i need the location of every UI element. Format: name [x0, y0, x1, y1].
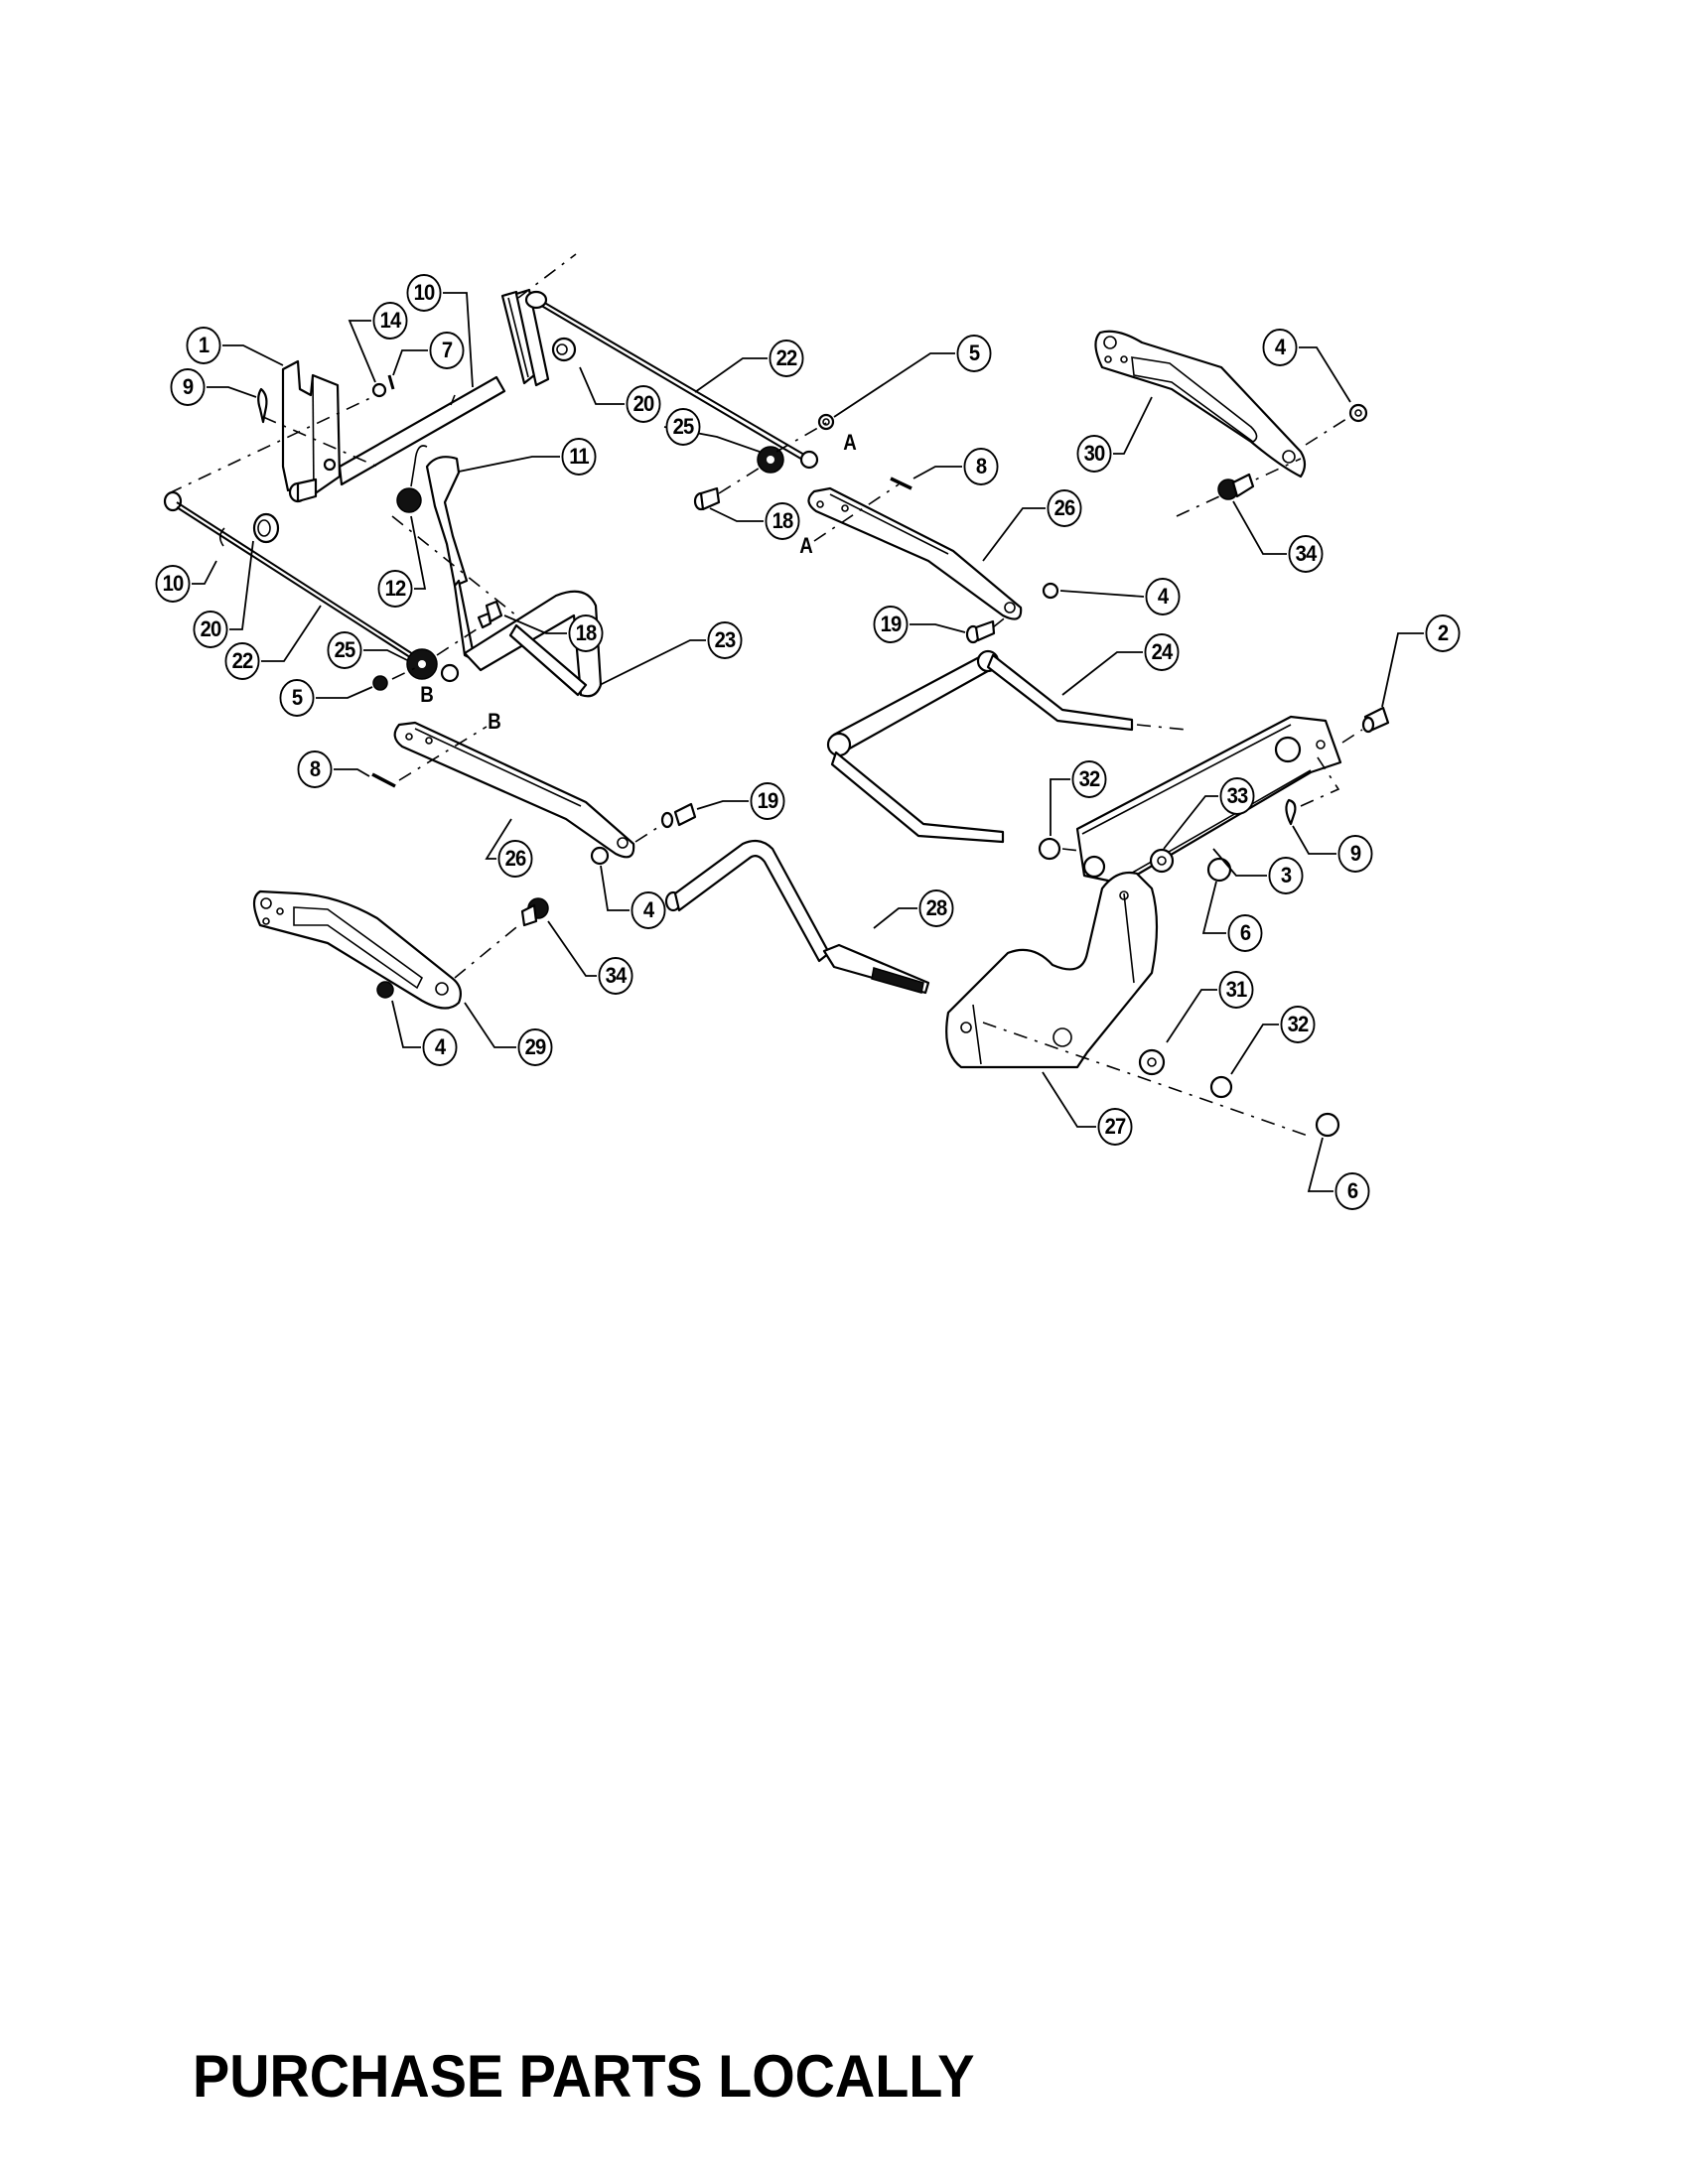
callout-part-31: 31: [1218, 971, 1254, 1009]
callout-part-26: 26: [1047, 489, 1082, 527]
nut-part-32-upper: [1038, 837, 1061, 861]
callout-part-4: 4: [422, 1028, 458, 1066]
callout-part-3: 3: [1268, 857, 1304, 894]
callout-part-24: 24: [1144, 633, 1180, 671]
callout-part-26: 26: [497, 840, 533, 878]
callout-part-32: 32: [1071, 760, 1107, 798]
handle-part-23: [425, 456, 603, 698]
bolt-part-34-lower: [520, 897, 549, 927]
nut-part-6-lower: [1315, 1112, 1340, 1138]
curved-arm-part-30: [1094, 330, 1307, 478]
nut-part-4-top-right: [1348, 403, 1368, 423]
rod-part-28: [664, 839, 930, 995]
cable-part-22-lower: [163, 490, 428, 669]
callout-part-4: 4: [1262, 329, 1298, 366]
callout-part-29: 29: [517, 1028, 553, 1066]
pin-part-18-lower: [477, 600, 503, 629]
handle-part-24: [826, 649, 1134, 844]
bolt-part-34-upper: [1217, 473, 1255, 500]
callout-part-33: 33: [1219, 777, 1255, 815]
callout-part-9: 9: [170, 368, 206, 406]
callout-part-2: 2: [1425, 614, 1461, 652]
nut-part-4-lower-arm: [590, 846, 610, 866]
callout-part-18: 18: [765, 502, 800, 540]
callout-part-18: 18: [568, 614, 604, 652]
callout-part-22: 22: [224, 642, 260, 680]
nut-part-6-upper: [1206, 857, 1232, 883]
callout-part-4: 4: [1145, 578, 1181, 615]
callout-part-7: 7: [429, 332, 465, 369]
bolt-part-19-upper: [965, 619, 996, 644]
washer-part-33: [1149, 848, 1175, 874]
callout-part-4: 4: [631, 891, 666, 929]
ref-letter-b-upper: B: [420, 682, 434, 707]
cross-shaft: [338, 288, 577, 486]
callout-part-5: 5: [956, 335, 992, 372]
ref-letter-a-upper: A: [843, 430, 857, 455]
callout-part-28: 28: [918, 889, 954, 927]
callout-part-20: 20: [193, 611, 228, 648]
callout-part-32: 32: [1280, 1006, 1316, 1043]
nut-part-32-lower: [1209, 1075, 1233, 1099]
pulley-part-25-lower: [406, 648, 460, 683]
channel-part-3: [1075, 715, 1342, 886]
callout-part-25: 25: [665, 408, 701, 446]
callout-part-1: 1: [186, 327, 221, 364]
callout-part-11: 11: [561, 438, 597, 476]
pin-part-8-lower: [371, 772, 396, 788]
purchase-parts-locally-note: PURCHASE PARTS LOCALLY: [193, 2043, 975, 2110]
spring-part-12: [396, 445, 428, 513]
callout-part-34: 34: [598, 957, 633, 995]
leader-lines: [192, 292, 1424, 1192]
bolt-part-2: [1361, 706, 1390, 734]
callout-part-19: 19: [873, 606, 909, 643]
callout-part-22: 22: [769, 340, 804, 377]
nut-part-4-mid: [1042, 582, 1059, 600]
pulley-part-25-upper: [757, 446, 784, 474]
link-arm-part-26-lower: [393, 721, 635, 859]
callout-part-23: 23: [707, 621, 743, 659]
nut-part-4-lower: [376, 981, 394, 999]
callout-part-27: 27: [1097, 1108, 1133, 1146]
callout-part-8: 8: [297, 751, 333, 788]
callout-part-25: 25: [327, 631, 362, 669]
callout-part-14: 14: [372, 302, 408, 340]
callout-part-10: 10: [406, 274, 442, 312]
cotter-pin-part-9-left: [257, 387, 268, 424]
ref-letter-a-lower: A: [799, 533, 813, 558]
callout-part-5: 5: [279, 679, 315, 717]
nut-part-5-upper: [817, 413, 835, 431]
callout-part-10: 10: [155, 565, 191, 603]
callout-part-12: 12: [377, 570, 413, 608]
callout-part-34: 34: [1288, 535, 1324, 573]
link-arm-part-26-upper: [807, 486, 1023, 620]
plate-part-27: [945, 871, 1159, 1069]
bracket-part-1: [281, 359, 342, 503]
pin-part-18-upper: [693, 486, 721, 511]
curved-arm-part-29: [252, 889, 462, 1010]
cable-part-22-upper: [524, 290, 819, 470]
bolt-part-19-lower: [660, 802, 697, 829]
nut-part-5-lower: [372, 675, 388, 691]
callout-part-9: 9: [1337, 835, 1373, 873]
callout-part-30: 30: [1076, 435, 1112, 473]
ref-letter-b-lower: B: [488, 709, 501, 734]
washer-part-31: [1138, 1048, 1166, 1076]
callout-part-19: 19: [750, 782, 785, 820]
callout-part-20: 20: [626, 385, 661, 423]
callout-part-6: 6: [1227, 914, 1263, 952]
callout-part-8: 8: [963, 448, 999, 485]
callout-part-6: 6: [1334, 1172, 1370, 1210]
pin-part-8-upper: [890, 477, 912, 490]
clip-part-7: [387, 374, 395, 390]
washer-part-14: [371, 382, 387, 398]
cotter-pin-part-9-right: [1285, 798, 1297, 826]
